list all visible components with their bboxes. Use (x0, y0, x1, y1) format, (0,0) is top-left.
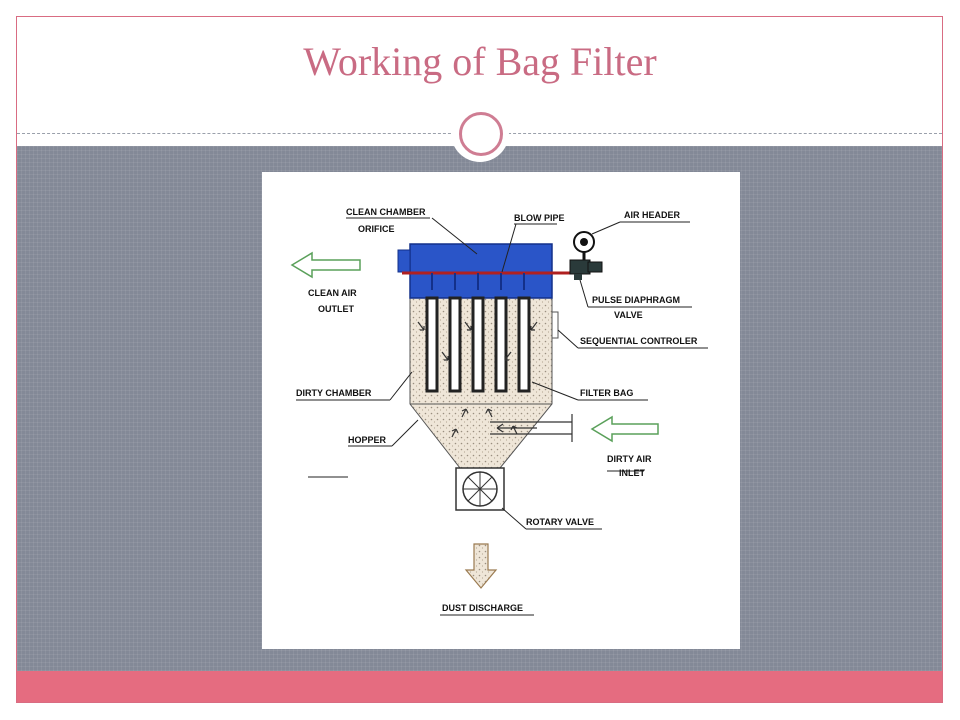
clean-air-outlet-arrow (290, 251, 361, 279)
diagram-svg: CLEAN CHAMBER ORIFICE BLOW PIPE AIR HEAD… (290, 207, 708, 616)
label-pulse-diaphragm: PULSE DIAPHRAGM (592, 295, 680, 305)
label-filter-bag: FILTER BAG (580, 388, 633, 398)
dirty-air-inlet-pipe (490, 414, 573, 442)
flow-arrows (417, 321, 538, 438)
label-rotary-valve: ROTARY VALVE (526, 517, 594, 527)
label-dust-discharge: DUST DISCHARGE (442, 603, 523, 613)
label-outlet: OUTLET (318, 304, 354, 314)
label-air-header: AIR HEADER (624, 210, 681, 220)
label-orifice: ORIFICE (358, 224, 395, 234)
bottom-band (17, 671, 942, 702)
label-blow-pipe: BLOW PIPE (514, 213, 565, 223)
air-header (573, 231, 595, 260)
label-clean-air: CLEAN AIR (308, 288, 357, 298)
bag-filter-diagram: CLEAN CHAMBER ORIFICE BLOW PIPE AIR HEAD… (262, 172, 740, 649)
label-valve: VALVE (614, 310, 643, 320)
filter-bags (425, 296, 531, 393)
label-dirty-chamber: DIRTY CHAMBER (296, 388, 372, 398)
label-dirty-air: DIRTY AIR (607, 454, 652, 464)
blow-pipe-nozzles (431, 273, 525, 290)
divider-ornament-ring (459, 112, 503, 156)
label-clean-chamber: CLEAN CHAMBER (346, 207, 426, 217)
sequential-controller (551, 311, 559, 339)
slide-title: Working of Bag Filter (303, 39, 657, 84)
clean-chamber-flange (397, 249, 411, 273)
rotary-valve (455, 467, 505, 511)
label-sequential-controler: SEQUENTIAL CONTROLER (580, 336, 698, 346)
leader-lines (296, 217, 708, 616)
label-hopper: HOPPER (348, 435, 387, 445)
dirty-air-inlet-arrow (590, 415, 659, 443)
pulse-diaphragm-valve (569, 259, 603, 280)
label-inlet: INLET (619, 468, 646, 478)
dust-discharge-arrow (464, 543, 498, 589)
